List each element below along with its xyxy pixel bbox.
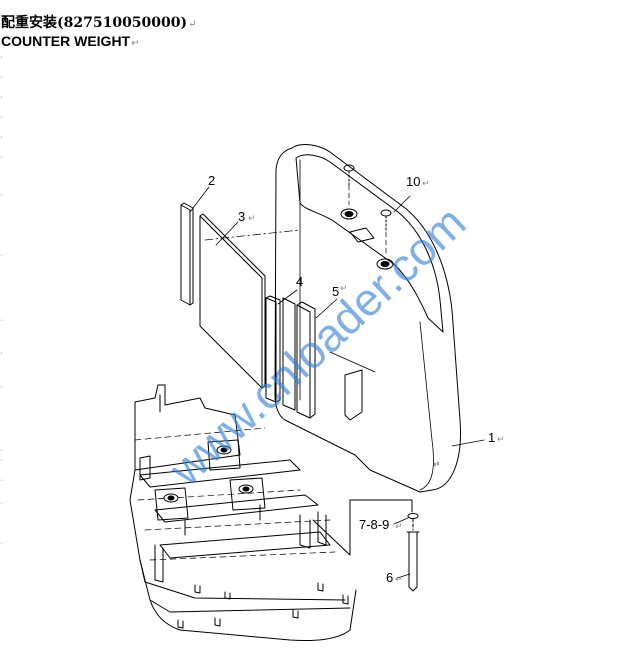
callout-10: 10 (406, 174, 420, 189)
plate-5 (296, 301, 316, 419)
callout-1: 1 (488, 430, 495, 445)
lifting-eye-bolts (343, 164, 392, 257)
callout-4: 4 (296, 274, 303, 289)
margin-paragraph-marks: ``` ``` ``` ``` ``` ` (0, 56, 4, 551)
paragraph-mark: ↵ (497, 435, 505, 445)
paragraph-mark: ↵ (188, 19, 197, 30)
callout-2: 2 (208, 173, 215, 188)
paragraph-mark: ↵ (248, 214, 256, 224)
diagram-title-chinese: 配重安装(827510050000)↵ (1, 12, 197, 32)
paragraph-mark: ↵ (395, 575, 403, 585)
callout-3: 3 (238, 209, 245, 224)
title-chinese-text: 配重安装(827510050000) (1, 15, 188, 31)
mounting-bolt-assembly (312, 499, 420, 592)
paragraph-mark: ↵ (395, 522, 403, 532)
paragraph-mark: ↵ (131, 38, 140, 49)
callout-7-8-9: 7-8-9 (359, 517, 389, 532)
callout-6: 6 (386, 570, 393, 585)
title-english-text: COUNTER WEIGHT (1, 33, 131, 49)
plate-4 (265, 295, 296, 411)
paragraph-mark: ↵ (422, 179, 430, 189)
shim-plate-2 (180, 202, 194, 306)
callout-labels: 2 3 ↵ 4 5 ↵ 10 ↵ 1 ↵ 7-8-9 ↵ 6 ↵ (208, 173, 505, 585)
plate-3 (199, 213, 266, 389)
paragraph-mark: ↵ (340, 284, 348, 294)
machine-frame (129, 384, 357, 641)
callout-5: 5 (332, 284, 339, 299)
callout-leaders (189, 186, 485, 579)
watermark-text: www.cnloader.com (159, 196, 476, 496)
diagram-title-english: COUNTER WEIGHT↵ (1, 33, 140, 49)
counterweight-body (274, 144, 461, 493)
assembly-centerline (204, 229, 301, 241)
